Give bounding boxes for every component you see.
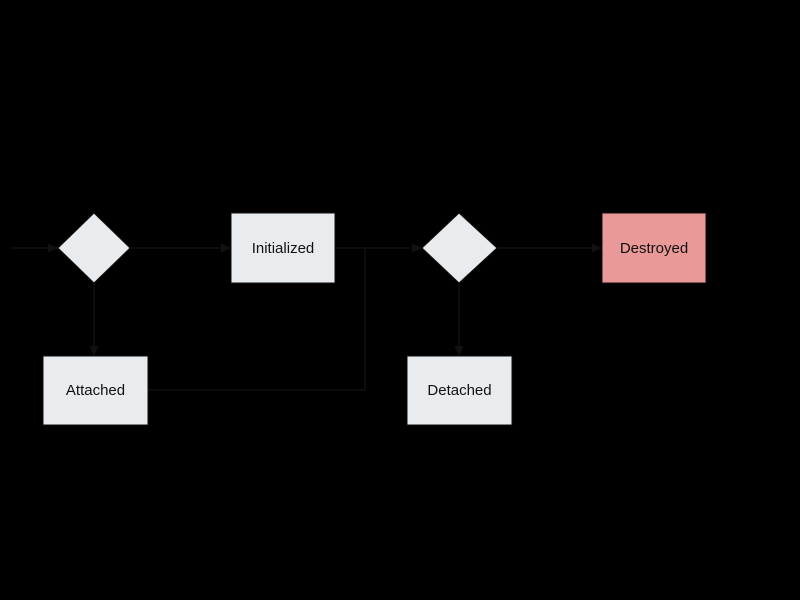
initialized-box-shape[interactable] bbox=[230, 212, 336, 284]
arrowhead-right-icon bbox=[48, 243, 58, 253]
decision-1-diamond-shape[interactable] bbox=[57, 212, 131, 284]
edge-entry-to-decision-1 bbox=[10, 243, 58, 253]
arrowhead-right-icon bbox=[592, 243, 602, 253]
arrowhead-down-icon bbox=[89, 346, 99, 356]
node-detached[interactable]: Detached bbox=[406, 355, 513, 426]
node-attached[interactable]: Attached bbox=[42, 355, 149, 426]
edge-initialized-to-decision-2 bbox=[335, 243, 422, 253]
edge-decision-1-to-attached bbox=[89, 283, 99, 356]
initialized-label: Initialized bbox=[252, 240, 315, 257]
detached-box-shape[interactable] bbox=[406, 355, 513, 426]
edges-layer bbox=[10, 243, 602, 391]
node-decision-2[interactable] bbox=[421, 212, 498, 284]
attached-label: Attached bbox=[66, 382, 125, 399]
node-decision-1[interactable] bbox=[57, 212, 131, 284]
detached-label: Detached bbox=[427, 382, 491, 399]
destroyed-box-shape[interactable] bbox=[601, 212, 707, 284]
edge-attached-feedback-loop bbox=[148, 248, 366, 391]
edge-decision-1-to-initialized bbox=[130, 243, 231, 253]
nodes-layer: Initialized Destroyed Attached Detached bbox=[42, 212, 707, 426]
edge-decision-2-to-destroyed bbox=[497, 243, 602, 253]
arrowhead-right-icon bbox=[412, 243, 422, 253]
node-destroyed[interactable]: Destroyed bbox=[601, 212, 707, 284]
attached-box-shape[interactable] bbox=[42, 355, 149, 426]
node-initialized[interactable]: Initialized bbox=[230, 212, 336, 284]
arrowhead-down-icon bbox=[454, 346, 464, 356]
decision-2-diamond-shape[interactable] bbox=[421, 212, 498, 284]
arrowhead-right-icon bbox=[221, 243, 231, 253]
edge-decision-2-to-detached bbox=[454, 283, 464, 356]
destroyed-label: Destroyed bbox=[620, 240, 688, 257]
edge-line bbox=[148, 248, 366, 391]
